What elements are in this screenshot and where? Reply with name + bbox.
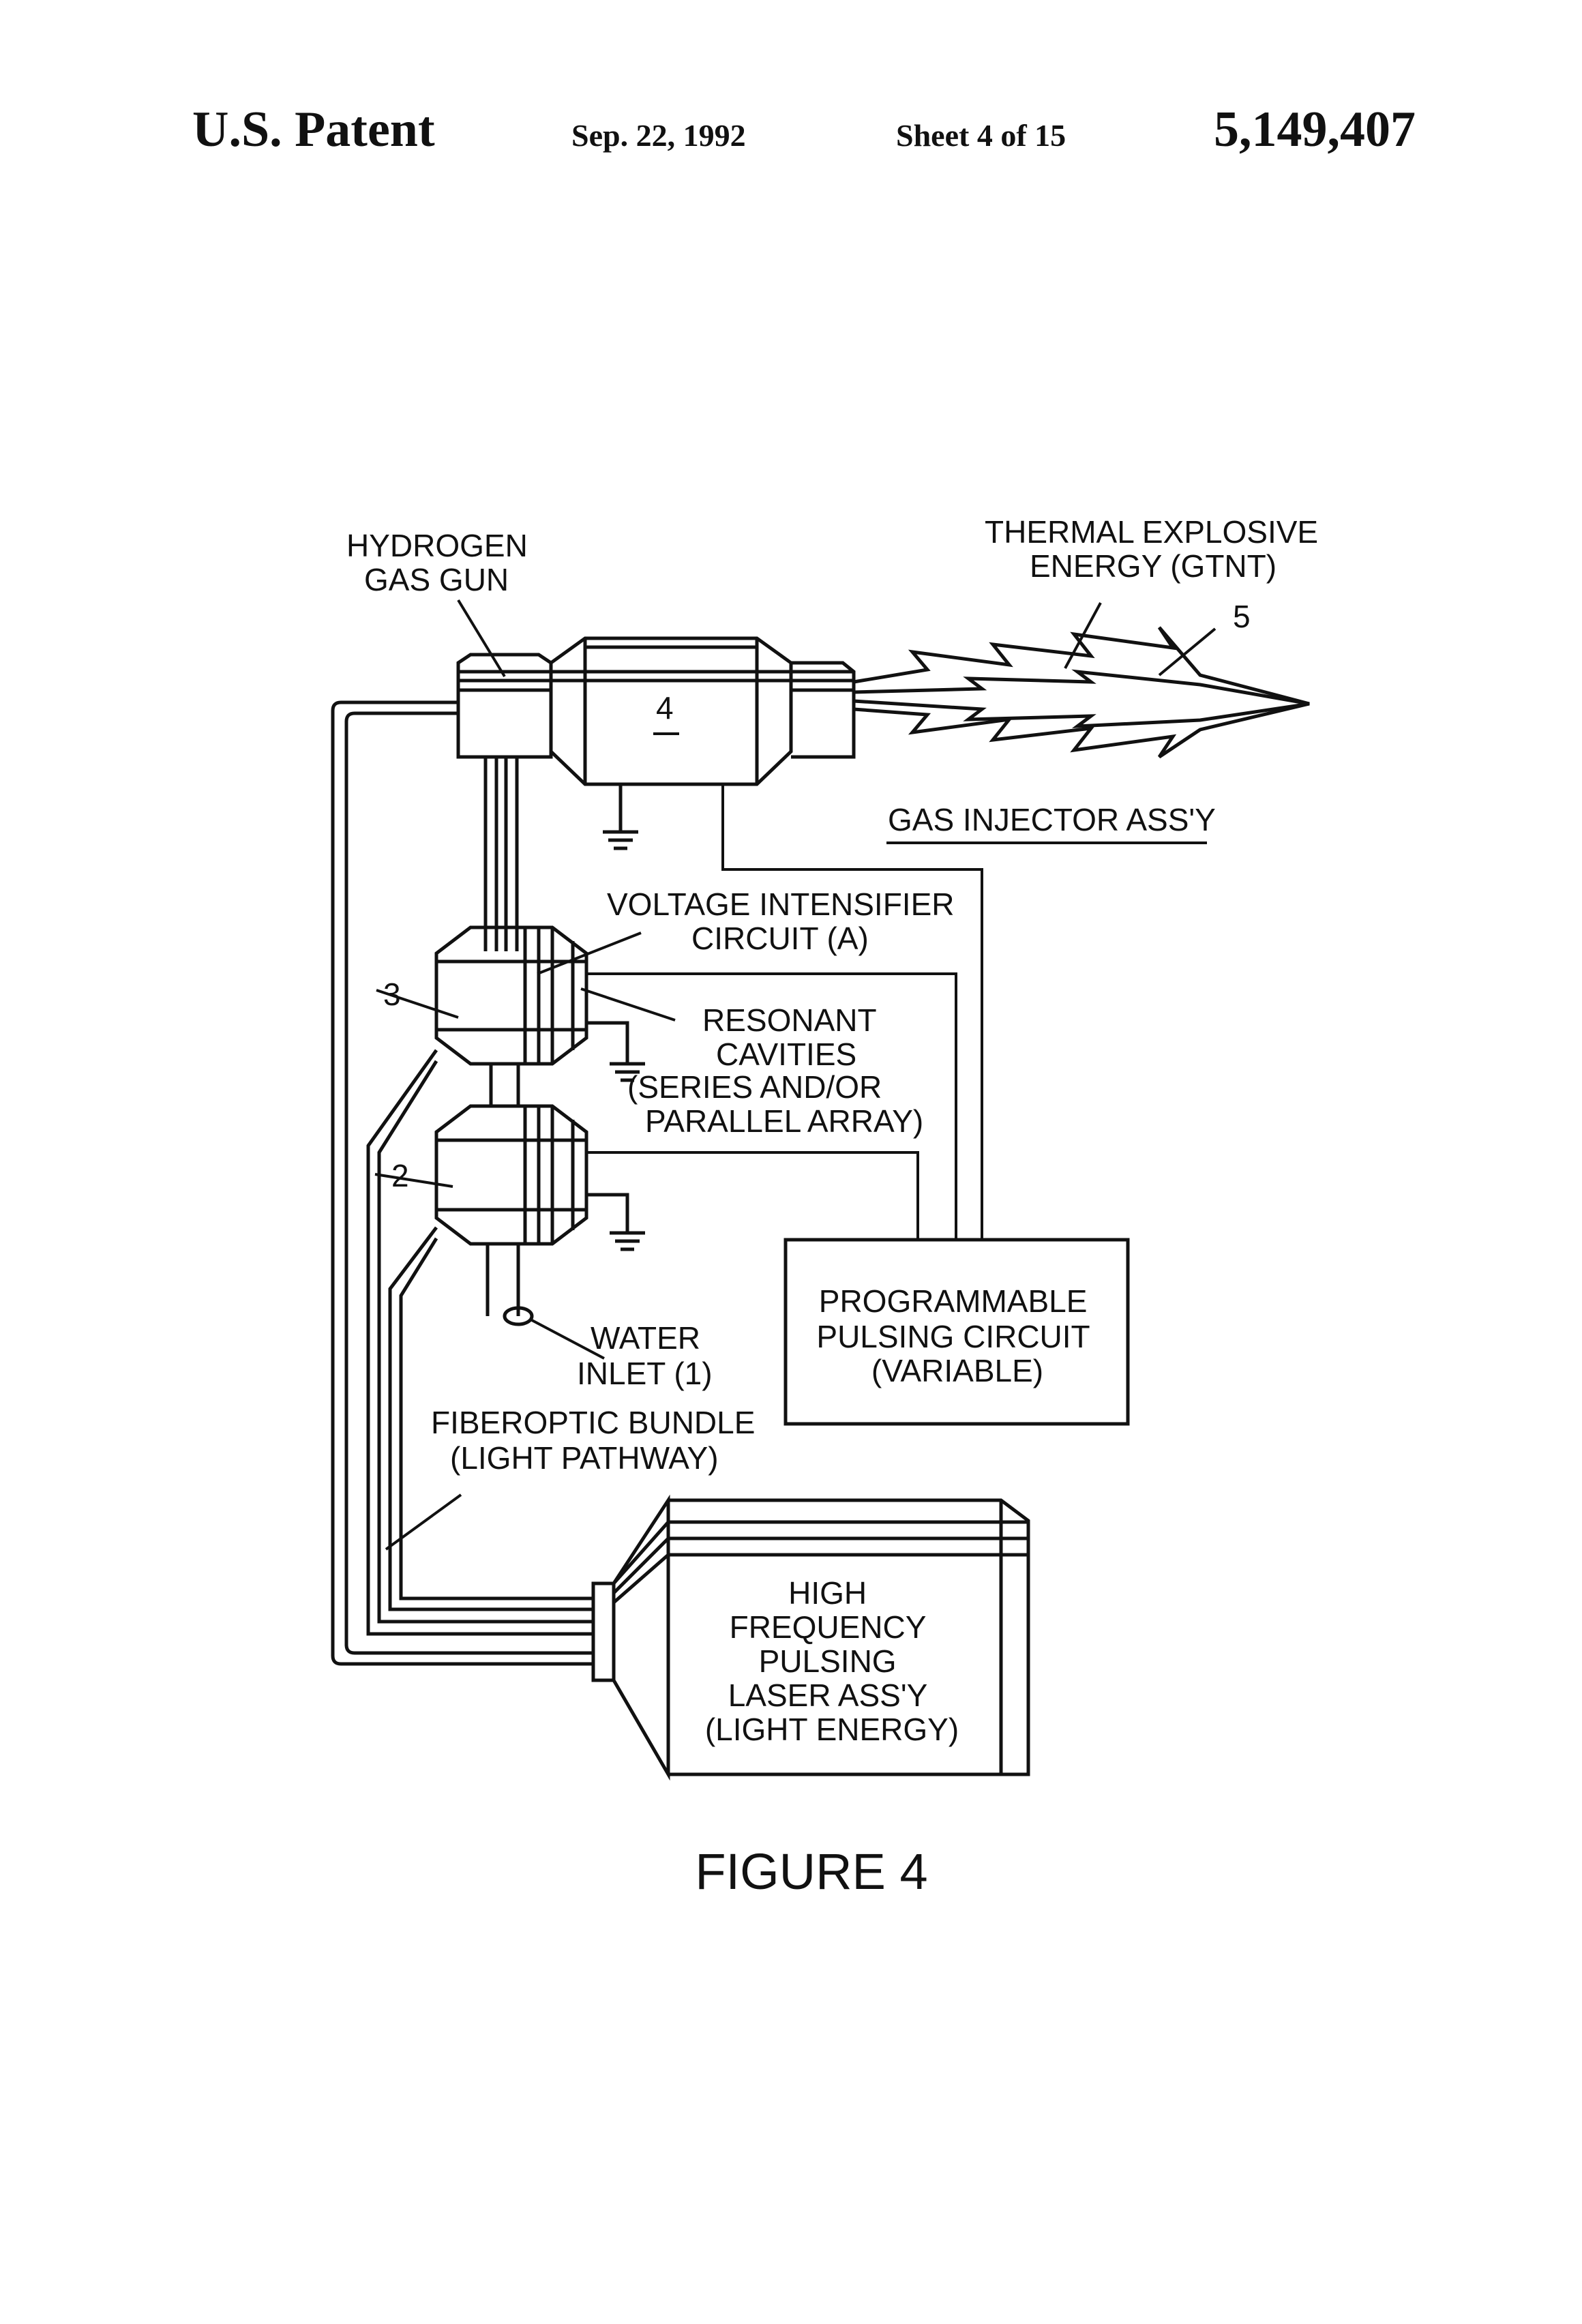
ref-number-2: 2 [391,1158,409,1193]
resonant-cavity-2 [436,1106,645,1324]
label-thermal-explosive-energy: THERMAL EXPLOSIVE ENERGY (GTNT) [985,514,1327,584]
ref-number-3: 3 [383,977,401,1012]
label-voltage-intensifier: VOLTAGE INTENSIFIER CIRCUIT (A) [607,887,963,956]
resonant-cavity-3 [436,927,645,1105]
figure-caption: FIGURE 4 [695,1843,927,1900]
thermal-explosive-energy-flame [854,627,1309,757]
ref-number-5: 5 [1233,599,1251,634]
label-resonant-cavities: RESONANT CAVITIES (SERIES AND/OR PARALLE… [627,1002,923,1139]
label-gas-injector-assy: GAS INJECTOR ASS'Y [888,802,1216,837]
label-programmable-pulsing-circuit: PROGRAMMABLE PULSING CIRCUIT (VARIABLE) [816,1283,1098,1388]
label-laser-assembly: HIGH FREQUENCY PULSING LASER ASS'Y (LIGH… [705,1575,959,1747]
label-fiberoptic-bundle: FIBEROPTIC BUNDLE (LIGHT PATHWAY) [431,1405,764,1476]
fiberoptic-bundle [333,702,593,1664]
label-water-inlet: WATER INLET (1) [577,1320,713,1391]
label-hydrogen-gas-gun: HYDROGEN GAS GUN [346,528,537,597]
ref-number-4: 4 [656,690,674,726]
